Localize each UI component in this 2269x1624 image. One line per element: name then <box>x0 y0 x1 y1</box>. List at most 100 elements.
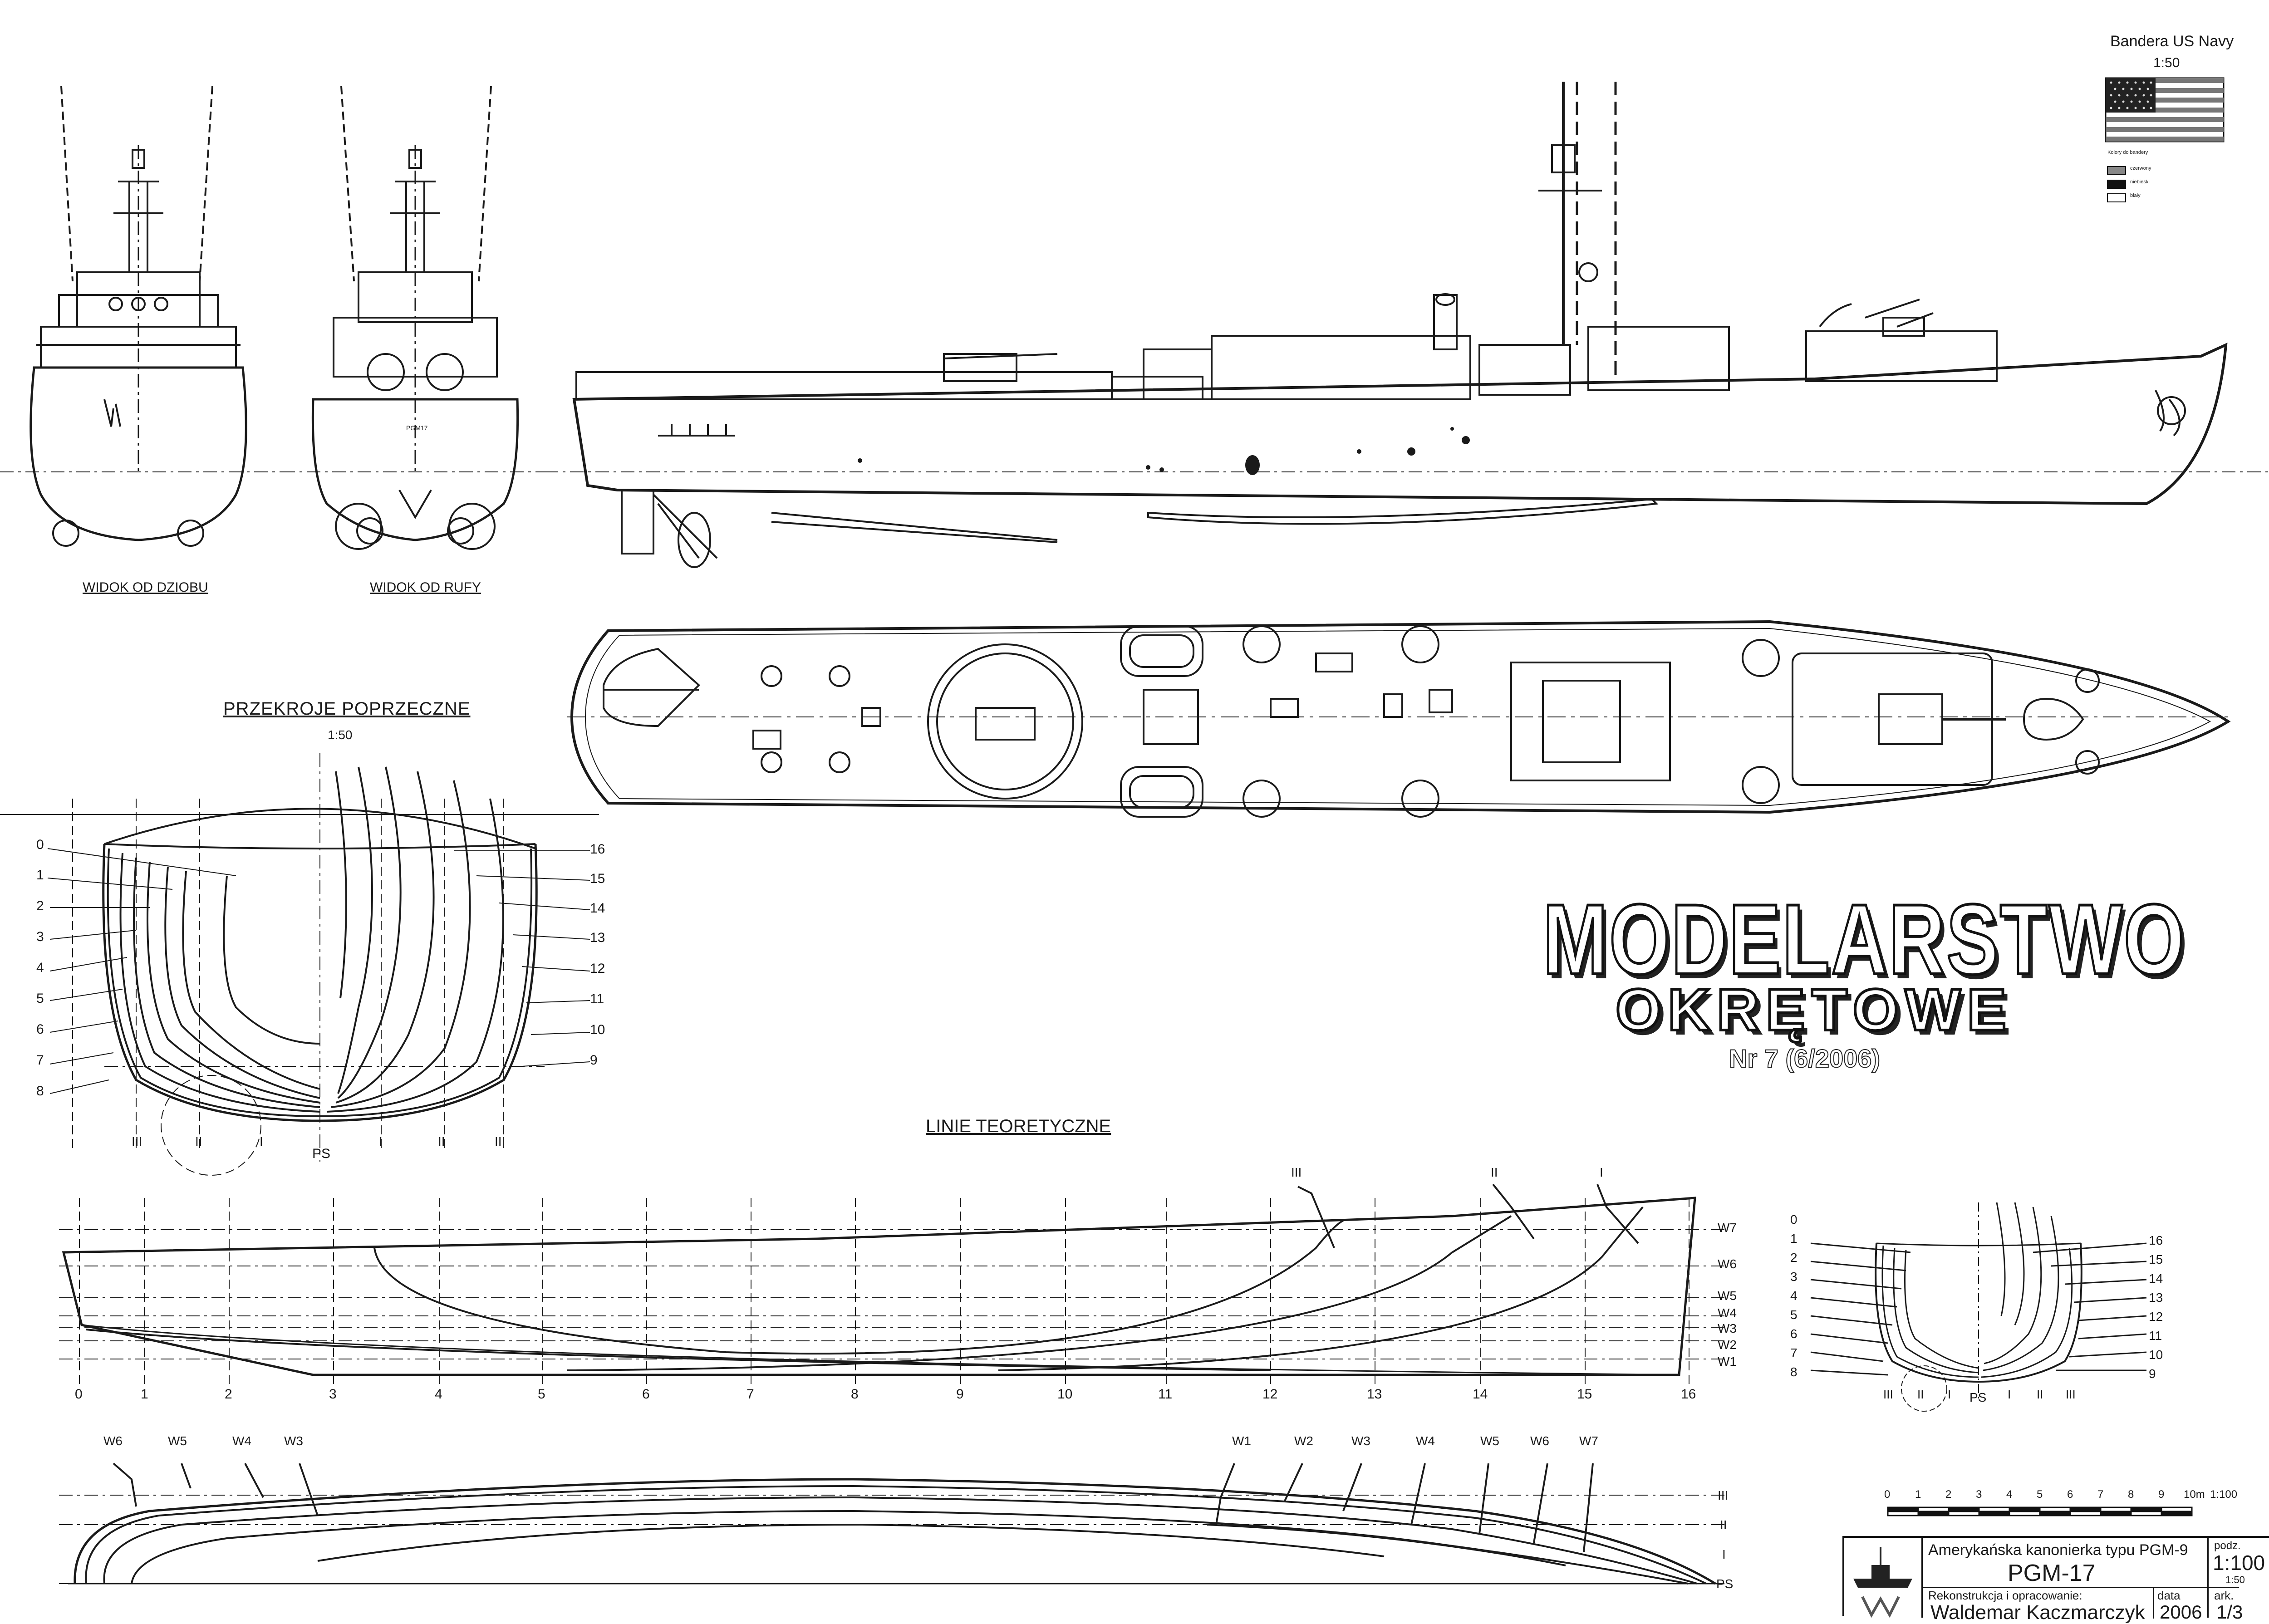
station-16: 16 <box>1681 1387 1696 1402</box>
small-right-14: 14 <box>2149 1271 2163 1285</box>
plan-left-W6: W6 <box>103 1434 123 1448</box>
sections-right-10: 10 <box>590 1022 605 1037</box>
station-14: 14 <box>1473 1387 1488 1402</box>
title-block-date: 2006 <box>2160 1601 2202 1623</box>
sections-left-1: 1 <box>36 868 44 883</box>
sections-right-14: 14 <box>590 901 605 916</box>
plan-right-W6: W6 <box>1530 1434 1549 1448</box>
plan-right-W2: W2 <box>1294 1434 1313 1448</box>
magazine-issue: Nr 7 (6/2006) <box>1729 1044 1881 1073</box>
bow-view-label: WIDOK OD DZIOBU <box>83 580 208 595</box>
title-block-logo <box>1844 1538 1923 1618</box>
plan-left-W5: W5 <box>168 1434 187 1448</box>
sections-left-0: 0 <box>36 837 44 852</box>
sections-bottom-PS: PS <box>312 1146 331 1161</box>
title-block-description: Amerykańska kanonierka typu PGM-9 <box>1928 1541 2188 1559</box>
sections-bottom-II-right: II <box>438 1134 445 1148</box>
scale-tick-3: 3 <box>1976 1488 1982 1501</box>
plan-left-W4: W4 <box>232 1434 251 1448</box>
plan-side-II: II <box>1720 1518 1727 1532</box>
sections-scale: 1:50 <box>328 728 353 742</box>
title-block-scale-sub: 1:50 <box>2225 1574 2245 1585</box>
small-right-16: 16 <box>2149 1233 2163 1247</box>
stern-view-label: WIDOK OD RUFY <box>370 580 481 595</box>
title-block-sheet: 1/3 <box>2216 1601 2243 1623</box>
small-left-0: 0 <box>1790 1212 1798 1227</box>
station-5: 5 <box>538 1387 545 1402</box>
scale-tick-7: 7 <box>2097 1488 2104 1501</box>
small-right-11: 11 <box>2149 1329 2162 1343</box>
sections-right-12: 12 <box>590 961 605 976</box>
small-left-6: 6 <box>1790 1327 1798 1341</box>
lines-title: LINIE TEORETYCZNE <box>926 1116 1111 1136</box>
station-2: 2 <box>225 1387 232 1402</box>
scale-tick-2: 2 <box>1945 1488 1952 1501</box>
station-11: 11 <box>1158 1387 1173 1402</box>
title-block-scale-label: podz. <box>2214 1540 2241 1552</box>
lines-wl-W6: W6 <box>1718 1257 1737 1271</box>
plan-side-I: I <box>1722 1547 1726 1561</box>
sections-bottom-I-left: I <box>260 1134 263 1148</box>
station-9: 9 <box>956 1387 964 1402</box>
hull-marking: PGM17 <box>406 424 428 432</box>
station-8: 8 <box>851 1387 859 1402</box>
small-left-8: 8 <box>1790 1365 1798 1379</box>
station-10: 10 <box>1057 1387 1073 1402</box>
small-bottom-I-left: I <box>1948 1388 1951 1401</box>
flag-title: Bandera US Navy <box>2110 33 2234 50</box>
station-15: 15 <box>1577 1387 1592 1402</box>
small-bottom-PS: PS <box>1969 1390 1987 1404</box>
station-1: 1 <box>141 1387 148 1402</box>
sections-bottom-I-right: I <box>379 1134 383 1148</box>
sections-left-3: 3 <box>36 929 44 944</box>
flag-scale: 1:50 <box>2153 55 2180 70</box>
station-7: 7 <box>747 1387 754 1402</box>
small-left-3: 3 <box>1790 1270 1798 1284</box>
lines-wl-W7: W7 <box>1718 1221 1737 1235</box>
sections-left-4: 4 <box>36 960 44 975</box>
small-left-2: 2 <box>1790 1251 1798 1265</box>
small-right-13: 13 <box>2149 1290 2163 1305</box>
small-left-4: 4 <box>1790 1289 1798 1303</box>
sections-bottom-III-left: III <box>132 1134 142 1148</box>
small-bottom-I-right: I <box>2008 1388 2011 1401</box>
lines-wl-W2: W2 <box>1718 1338 1737 1352</box>
title-block: Amerykańska kanonierka typu PGM-9 PGM-17… <box>1842 1536 2269 1624</box>
title-block-date-label: data <box>2157 1589 2181 1602</box>
scale-tick-10m: 10m <box>2184 1488 2205 1501</box>
title-block-sheet-label: ark. <box>2214 1589 2234 1602</box>
scale-tick-6: 6 <box>2067 1488 2073 1501</box>
small-right-10: 10 <box>2149 1348 2163 1362</box>
sections-right-16: 16 <box>590 842 605 857</box>
lines-wl-W3: W3 <box>1718 1321 1737 1335</box>
plan-side-PS: PS <box>1716 1577 1734 1591</box>
sections-left-5: 5 <box>36 991 44 1006</box>
plan-side-III: III <box>1718 1488 1729 1502</box>
title-block-divider-v1 <box>2153 1587 2154 1619</box>
lines-wl-W5: W5 <box>1718 1289 1737 1303</box>
sections-bottom-III-right: III <box>495 1134 506 1148</box>
lines-butt-III: III <box>1291 1165 1302 1179</box>
scale-bar-scale: 1:100 <box>2210 1488 2238 1501</box>
sections-left-8: 8 <box>36 1084 44 1099</box>
sections-bottom-II-left: II <box>195 1134 202 1148</box>
small-left-1: 1 <box>1790 1231 1798 1246</box>
sections-right-15: 15 <box>590 871 605 886</box>
lines-butt-II: II <box>1491 1165 1498 1179</box>
plan-right-W1: W1 <box>1232 1434 1251 1448</box>
station-4: 4 <box>435 1387 442 1402</box>
small-left-5: 5 <box>1790 1308 1798 1322</box>
flag-legend-red: czerwony <box>2130 166 2151 171</box>
sections-left-7: 7 <box>36 1053 44 1068</box>
flag-legend-white: biały <box>2130 193 2141 198</box>
station-13: 13 <box>1367 1387 1382 1402</box>
title-block-divider-v2 <box>2207 1538 2209 1618</box>
magazine-subtitle: OKRĘTOWE <box>1614 976 2013 1043</box>
